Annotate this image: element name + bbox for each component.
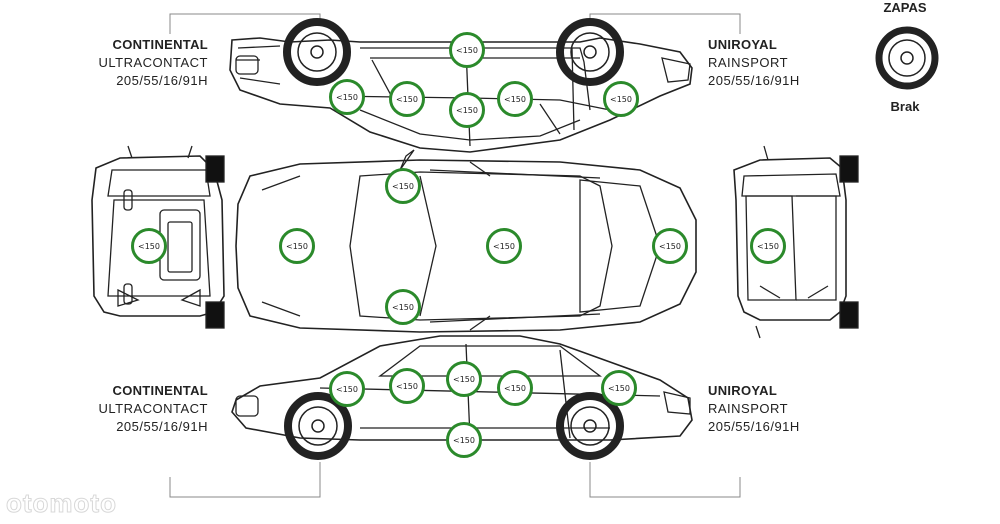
paint-reading-badge[interactable]: <150: [449, 32, 485, 68]
tyre-brand: CONTINENTAL: [112, 383, 208, 398]
tyre-label-bottom-left: CONTINENTAL ULTRACONTACT 205/55/16/91H: [60, 382, 208, 436]
paint-reading-badge[interactable]: <150: [652, 228, 688, 264]
paint-reading-badge[interactable]: <150: [446, 361, 482, 397]
paint-reading-badge[interactable]: <150: [385, 289, 421, 325]
paint-reading-badge[interactable]: <150: [329, 371, 365, 407]
paint-reading-badge[interactable]: <150: [389, 368, 425, 404]
tyre-brand: UNIROYAL: [708, 37, 778, 52]
paint-reading-badge[interactable]: <150: [750, 228, 786, 264]
car-rear-view: [733, 145, 859, 339]
leader-lines: [169, 13, 741, 498]
paint-reading-badge[interactable]: <150: [449, 92, 485, 128]
car-front-view: [91, 145, 225, 329]
tyre-size: 205/55/16/91H: [116, 73, 208, 88]
paint-reading-badge[interactable]: <150: [603, 81, 639, 117]
tyre-brand: CONTINENTAL: [112, 37, 208, 52]
tyre-model: ULTRACONTACT: [98, 55, 208, 70]
paint-reading-badge[interactable]: <150: [279, 228, 315, 264]
tyre-size: 205/55/16/91H: [708, 73, 800, 88]
tyre-model: RAINSPORT: [708, 401, 789, 416]
spare-status: Brak: [890, 99, 920, 114]
tyre-size: 205/55/16/91H: [116, 419, 208, 434]
paint-reading-badge[interactable]: <150: [486, 228, 522, 264]
tyre-label-top-right: UNIROYAL RAINSPORT 205/55/16/91H: [708, 36, 858, 90]
spare-title: ZAPAS: [883, 0, 927, 15]
car-bottom-side-view: [231, 335, 693, 460]
tyre-label-bottom-right: UNIROYAL RAINSPORT 205/55/16/91H: [708, 382, 858, 436]
car-roof-view: [235, 149, 697, 333]
paint-reading-badge[interactable]: <150: [389, 81, 425, 117]
paint-reading-badge[interactable]: <150: [497, 81, 533, 117]
tyre-model: RAINSPORT: [708, 55, 789, 70]
paint-reading-badge[interactable]: <150: [385, 168, 421, 204]
tyre-size: 205/55/16/91H: [708, 419, 800, 434]
paint-reading-badge[interactable]: <150: [131, 228, 167, 264]
watermark: otomoto: [6, 488, 117, 519]
paint-reading-badge[interactable]: <150: [601, 370, 637, 406]
paint-reading-badge[interactable]: <150: [329, 79, 365, 115]
paint-reading-badge[interactable]: <150: [497, 370, 533, 406]
tyre-model: ULTRACONTACT: [98, 401, 208, 416]
tyre-label-top-left: CONTINENTAL ULTRACONTACT 205/55/16/91H: [60, 36, 208, 90]
paint-reading-badge[interactable]: <150: [446, 422, 482, 458]
tyre-brand: UNIROYAL: [708, 383, 778, 398]
spare-tire-icon: [875, 26, 939, 90]
